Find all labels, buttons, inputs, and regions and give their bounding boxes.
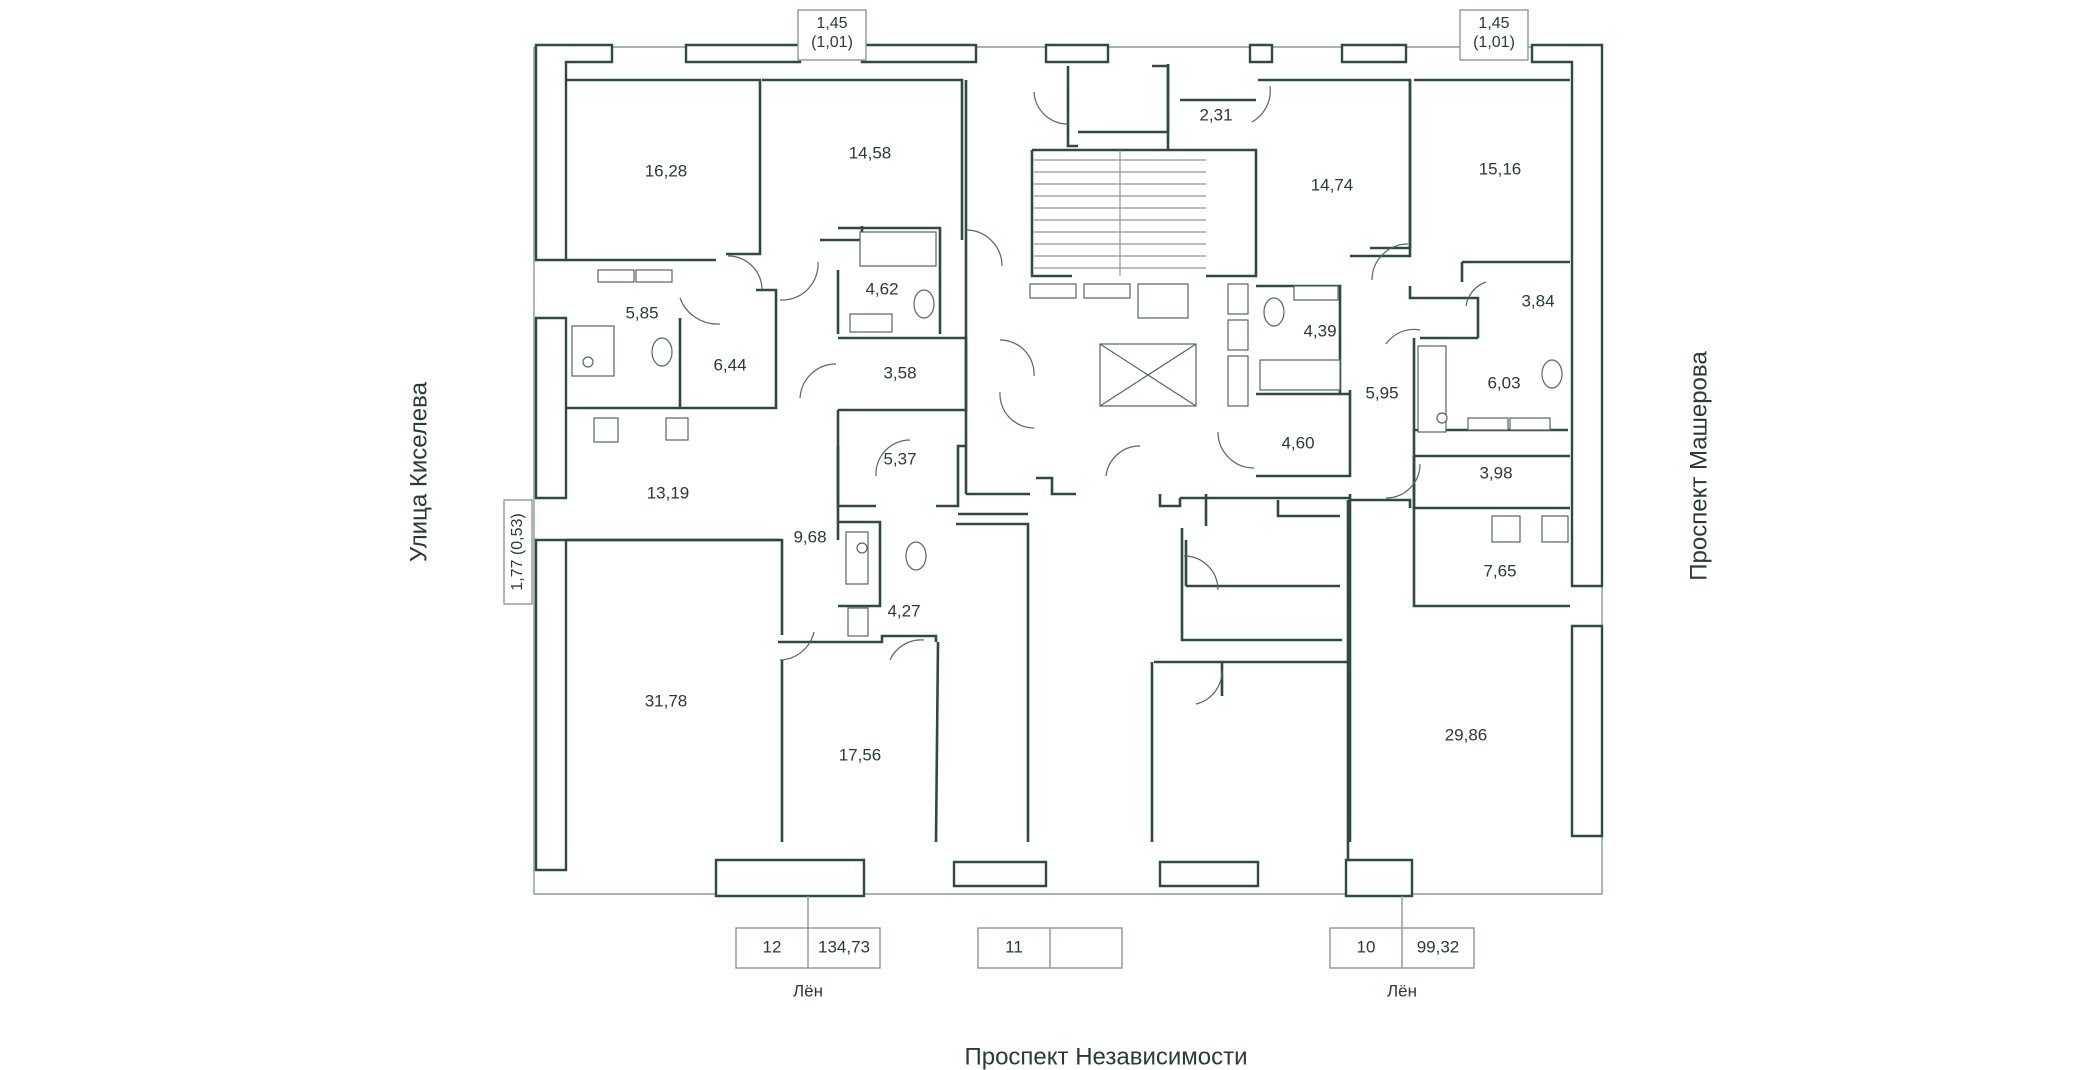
site-outline [533, 46, 1603, 895]
room-area-label: 4,27 [887, 601, 920, 620]
apartment-number: 12 [763, 937, 782, 956]
balcony-left-side-label: 1,77 (0,53) [509, 513, 526, 590]
room-area-label: 4,60 [1281, 433, 1314, 452]
room-area-label: 2,31 [1199, 105, 1232, 124]
apartment-number: 11 [1005, 937, 1023, 956]
courtyard-label-left: Лён [793, 981, 823, 1000]
balcony-top-left-area: 1,45 [816, 15, 847, 32]
room-area-label: 14,58 [849, 143, 892, 162]
balcony-top-right-area: 1,45 [1478, 15, 1509, 32]
room-area-label: 9,68 [793, 527, 826, 546]
courtyard-label-right: Лён [1387, 981, 1417, 1000]
room-area-label: 29,86 [1445, 725, 1488, 744]
fixtures [571, 231, 1569, 637]
doors [679, 85, 1487, 705]
staircase [1034, 150, 1206, 276]
street-right: Проспект Машерова [1685, 351, 1712, 581]
room-area-label: 17,56 [839, 745, 882, 764]
room-area-label: 6,03 [1487, 373, 1520, 392]
room-area-label: 4,39 [1303, 321, 1336, 340]
room-area-label: 3,84 [1521, 291, 1554, 310]
apartment-area: 99,32 [1417, 937, 1460, 956]
room-labels: 16,28 14,58 2,31 14,74 15,16 5,85 4,62 6… [625, 105, 1554, 764]
balcony-top-left-sub: (1,01) [811, 34, 853, 51]
room-area-label: 3,58 [883, 363, 916, 382]
room-area-label: 31,78 [645, 691, 688, 710]
apartment-area: 134,73 [818, 937, 870, 956]
room-area-label: 13,19 [647, 483, 690, 502]
exterior-walls [534, 43, 1604, 898]
balcony-top-left: 1,45 (1,01) [797, 9, 867, 61]
apartment-box-10[interactable]: 10 99,32 [1329, 896, 1475, 969]
room-area-label: 16,28 [645, 161, 688, 180]
apartment-box-12[interactable]: 12 134,73 [735, 896, 881, 969]
balcony-top-right: 1,45 (1,01) [1459, 9, 1529, 61]
room-area-label: 7,65 [1483, 561, 1516, 580]
street-left: Улица Киселева [405, 381, 432, 562]
room-area-label: 3,98 [1479, 463, 1512, 482]
room-area-label: 15,16 [1479, 159, 1522, 178]
apartment-number: 10 [1357, 937, 1376, 956]
balcony-left-side: 1,77 (0,53) [503, 499, 533, 605]
room-area-label: 5,85 [625, 303, 658, 322]
room-area-label: 4,62 [865, 279, 898, 298]
street-bottom: Проспект Независимости [964, 1043, 1247, 1070]
balcony-top-right-sub: (1,01) [1473, 34, 1515, 51]
apartment-box-11[interactable]: 11 [977, 927, 1123, 969]
room-area-label: 5,95 [1365, 383, 1398, 402]
room-area-label: 14,74 [1311, 175, 1354, 194]
room-area-label: 6,44 [713, 355, 746, 374]
room-area-label: 5,37 [883, 449, 916, 468]
